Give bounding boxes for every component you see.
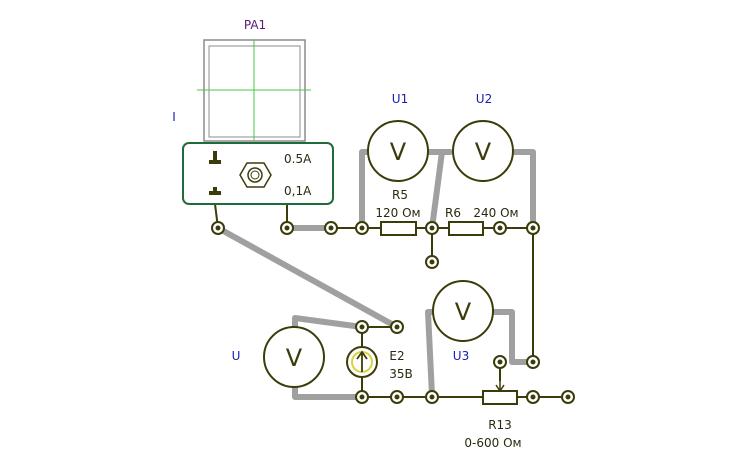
terminal[interactable]: [526, 355, 540, 369]
ammeter-name: PA1: [244, 18, 266, 32]
voltmeter-u1-glyph: V: [390, 138, 407, 166]
voltage-source-e2: E2 35В: [346, 346, 413, 381]
wiper-arrow-icon: [495, 380, 505, 393]
resistor-r13-value: 0-600 Ом: [464, 436, 521, 450]
range-low-key-icon[interactable]: [209, 187, 221, 195]
voltmeter-u: U V: [232, 326, 325, 388]
source-arrow-icon: [356, 350, 368, 372]
ammeter-side-label: I: [172, 110, 176, 124]
wire-ammeter-terminals: [214, 203, 288, 229]
wire-u2-right: [511, 149, 536, 231]
terminal[interactable]: [390, 320, 404, 334]
voltmeter-u3: U3 V: [432, 280, 494, 363]
voltmeter-u1-name: U1: [392, 92, 408, 106]
terminal[interactable]: [561, 390, 575, 404]
voltmeter-u2-glyph: V: [475, 138, 492, 166]
terminal[interactable]: [355, 221, 369, 235]
terminal[interactable]: [493, 355, 507, 369]
terminal[interactable]: [355, 320, 369, 334]
voltmeter-u-glyph: V: [286, 344, 303, 372]
resistor-r5-name: R5: [392, 188, 408, 202]
voltmeter-u3-name: U3: [453, 349, 469, 363]
terminals: [211, 221, 575, 404]
voltmeter-u-name: U: [232, 349, 241, 363]
resistor-r13-name: R13: [488, 418, 512, 432]
voltmeter-u2-name: U2: [476, 92, 492, 106]
range-high-label: 0.5А: [284, 152, 312, 166]
terminal[interactable]: [425, 221, 439, 235]
terminal[interactable]: [355, 390, 369, 404]
voltmeter-u1: U1 V: [367, 92, 429, 182]
resistor-r6-name: R6: [445, 206, 461, 220]
range-selector-knob[interactable]: [239, 162, 272, 188]
wire-u3-right: [491, 309, 536, 365]
voltmeter-u2: U2 V: [452, 92, 514, 182]
source-value: 35В: [389, 367, 413, 381]
terminal[interactable]: [425, 255, 439, 269]
resistor-r6: R6 240 Ом: [445, 206, 519, 236]
terminal[interactable]: [211, 221, 225, 235]
range-high-key-icon[interactable]: [209, 151, 221, 164]
terminal[interactable]: [280, 221, 294, 235]
wire-u1-left: [359, 149, 370, 231]
resistor-r6-value: 240 Ом: [473, 206, 518, 220]
terminal[interactable]: [425, 390, 439, 404]
terminal[interactable]: [390, 390, 404, 404]
resistor-r5: R5 120 Ом: [375, 188, 421, 236]
wire-u3-left: [425, 309, 436, 398]
range-low-label: 0,1А: [284, 184, 312, 198]
terminal[interactable]: [324, 221, 338, 235]
ammeter-pa1: PA1 I 0.5А 0,1А: [172, 18, 334, 205]
terminal[interactable]: [493, 221, 507, 235]
resistor-r5-value: 120 Ом: [375, 206, 420, 220]
terminal[interactable]: [526, 390, 540, 404]
terminal[interactable]: [526, 221, 540, 235]
gray-wires: [215, 149, 536, 400]
wire-ammeter-to-source: [215, 225, 400, 330]
voltmeter-u3-glyph: V: [455, 298, 472, 326]
resistor-r13: R13 0-600 Ом: [464, 380, 522, 450]
source-name: E2: [389, 349, 404, 363]
wire-u1-mid-down: [429, 149, 445, 231]
